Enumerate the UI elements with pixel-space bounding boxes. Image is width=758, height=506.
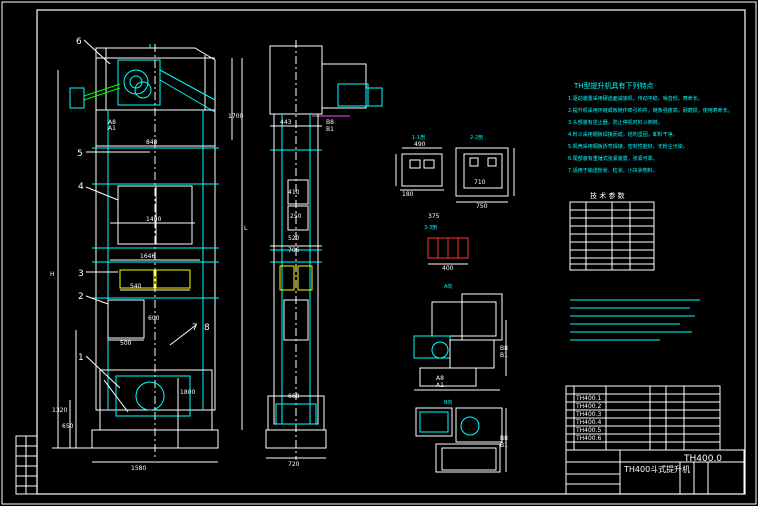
bom-row-3: TH400.3: [575, 411, 602, 418]
note-4: 4.料斗采用钢板焊接而成，结构坚固，卸料干净。: [568, 131, 678, 138]
bom-row-4: TH400.4: [575, 419, 602, 426]
part-callout-6: 6: [76, 37, 82, 47]
dim-180: 180: [402, 191, 414, 198]
title-block-code: TH400.0: [683, 454, 722, 464]
part-callout-8: 8: [204, 323, 210, 333]
part-callout-7: 7: [192, 323, 198, 333]
dim-750: 750: [476, 203, 488, 210]
dim-250: 250: [290, 213, 302, 220]
b-view: B向 B8 B1: [415, 399, 508, 473]
dim-720: 720: [288, 461, 300, 468]
note-5: 5.机壳采用钢板折弯焊接，密封性能好，无粉尘污染。: [568, 143, 688, 150]
parameter-table: 技 术 参 数: [569, 191, 655, 271]
part-callout-2: 2: [78, 292, 84, 302]
dim-500: 500: [120, 340, 132, 347]
bom-row-1: TH400.1: [575, 395, 602, 402]
notes-heading: TH型提升机具有下列特点: [573, 81, 654, 90]
dim-h: H: [50, 271, 55, 278]
a-view-label: A向: [444, 283, 452, 290]
section-detail-3: 3-3剖 400: [424, 224, 469, 272]
dim-1700: 1700: [228, 113, 243, 120]
note-3: 3.头部装有逆止器，防止停机时料斗倒转。: [568, 119, 663, 126]
dim-650: 650: [62, 423, 74, 430]
dim-710: 710: [474, 179, 486, 186]
bom-row-5: TH400.5: [575, 427, 602, 434]
side-view: [265, 40, 383, 460]
section-detail-2: 2-2剖 750 710 375: [428, 134, 515, 220]
dim-b1-view: B1: [500, 352, 508, 359]
dim-a1-front: A1: [108, 125, 116, 132]
section-3-label: 3-3剖: [424, 224, 437, 231]
dim-410: 410: [288, 189, 300, 196]
dim-b8-view: B8: [500, 345, 508, 352]
side-view-labels: 443 410 250 520 706 668 720 B8 B1: [280, 119, 334, 468]
left-margin-table: [15, 435, 38, 495]
technical-notes: TH型提升机具有下列特点 1.驱动装置采用硬齿面减速机，传动平稳，噪音低，寿命长…: [568, 81, 733, 174]
a-view: A向 A8 A1 B8 B1: [413, 283, 508, 391]
part-callout-1: 1: [78, 353, 84, 363]
bom-row-6: TH400.6: [575, 435, 602, 442]
dim-b1-side: B1: [326, 126, 334, 133]
dim-848: 848: [146, 139, 158, 146]
dim-706: 706: [288, 247, 300, 254]
front-view-labels: 6 5 4 3 2 1 7 8 1580 848 1400 1646 540 5…: [50, 37, 248, 472]
part-callout-4: 4: [78, 182, 84, 192]
inner-border: [36, 9, 746, 495]
dim-b8-b: B8: [500, 435, 508, 442]
dim-520: 520: [288, 235, 300, 242]
dim-l: L: [244, 225, 248, 232]
dim-490: 490: [414, 141, 426, 148]
dim-b1-b: B1: [500, 442, 508, 449]
section-2-label: 2-2剖: [470, 134, 483, 141]
dim-1580: 1580: [131, 465, 146, 472]
dim-b8-side: B8: [326, 119, 334, 126]
remarks-block: [570, 299, 700, 341]
dim-1800: 1800: [180, 389, 195, 396]
b-view-label: B向: [444, 399, 452, 406]
dim-1646: 1646: [140, 253, 155, 260]
section-detail-1: 1-1剖 490 180: [395, 134, 444, 198]
note-1: 1.驱动装置采用硬齿面减速机，传动平稳，噪音低，寿命长。: [568, 95, 703, 102]
note-7: 7.适用于输送粉状、粒状、小块状物料。: [568, 167, 658, 174]
title-block: TH400.0 TH400斗式提升机: [565, 449, 745, 495]
parameter-table-title: 技 术 参 数: [590, 191, 625, 200]
section-1-label: 1-1剖: [412, 134, 425, 141]
dim-a8-view: A8: [436, 375, 444, 382]
dim-1400: 1400: [146, 216, 161, 223]
dim-443: 443: [280, 119, 292, 126]
part-callout-5: 5: [77, 149, 83, 159]
bom-row-2: TH400.2: [575, 403, 602, 410]
dim-a8-front: A8: [108, 119, 116, 126]
dim-540: 540: [130, 283, 142, 290]
bom-table: TH400.1 TH400.2 TH400.3 TH400.4 TH400.5 …: [565, 385, 721, 451]
title-block-name: TH400斗式提升机: [623, 464, 690, 474]
dim-668: 668: [288, 393, 300, 400]
front-view: [52, 39, 243, 463]
part-callout-3: 3: [78, 269, 84, 279]
dim-600: 600: [148, 315, 160, 322]
dim-1320: 1320: [52, 407, 67, 414]
note-6: 6.尾部装有重锤式张紧装置，张紧可靠。: [568, 155, 658, 162]
dim-a1-view: A1: [436, 382, 444, 389]
dim-400: 400: [442, 265, 454, 272]
note-2: 2.提升机采用环链或板链作牵引构件，链条强度高，耐磨损，使用寿命长。: [568, 107, 733, 114]
dim-375: 375: [428, 213, 440, 220]
